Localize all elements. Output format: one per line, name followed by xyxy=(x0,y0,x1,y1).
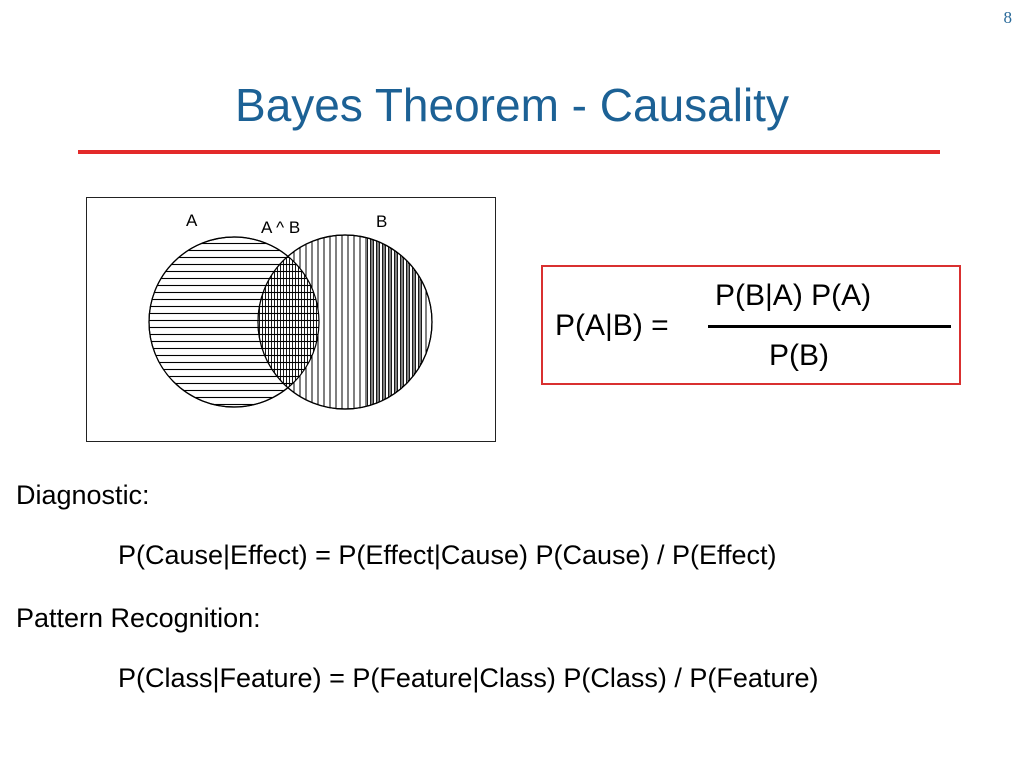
venn-graphic xyxy=(148,234,433,410)
venn-label-a: A xyxy=(186,211,198,230)
fraction-bar xyxy=(708,325,951,328)
section-heading-pattern-recognition: Pattern Recognition: xyxy=(16,603,261,633)
section-heading-diagnostic: Diagnostic: xyxy=(16,480,150,510)
formula-lhs: P(A|B) = xyxy=(555,309,669,342)
page-number: 8 xyxy=(1003,8,1013,27)
bayes-formula-box: P(A|B) = P(B|A) P(A) P(B) xyxy=(541,265,961,385)
equation-pattern-recognition: P(Class|Feature) = P(Feature|Class) P(Cl… xyxy=(118,663,819,693)
venn-diagram: A A ^ B B xyxy=(86,197,496,442)
equation-diagnostic: P(Cause|Effect) = P(Effect|Cause) P(Caus… xyxy=(118,540,777,570)
title-underline xyxy=(78,150,940,154)
intersection-region xyxy=(258,237,319,407)
formula-denominator: P(B) xyxy=(769,339,829,372)
venn-label-intersection: A ^ B xyxy=(261,218,301,237)
formula-numerator: P(B|A) P(A) xyxy=(715,279,872,312)
slide-title: Bayes Theorem - Causality xyxy=(235,79,789,131)
venn-label-b: B xyxy=(376,212,388,231)
